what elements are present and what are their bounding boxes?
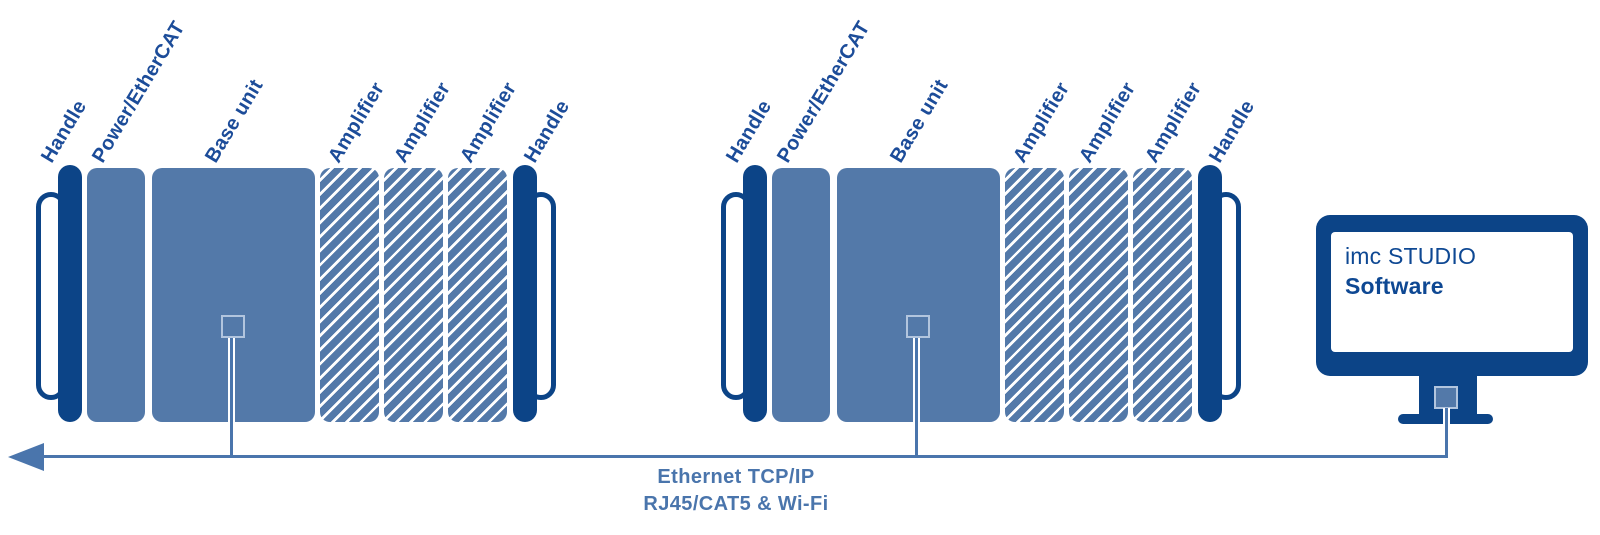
- software-name-line1: imc STUDIO: [1345, 243, 1477, 269]
- amplifier-module-1: [1005, 168, 1064, 422]
- ethernet-label-line2: RJ45/CAT5 & Wi-Fi: [643, 493, 829, 515]
- module-label-power-ethercat: Power/EtherCAT: [87, 17, 190, 167]
- arrow-left-icon: [8, 443, 44, 471]
- handle-module-right: [513, 165, 537, 422]
- module-label-handle-right: Handle: [519, 96, 575, 167]
- module-label-amplifier-3: Amplifier: [455, 78, 521, 167]
- monitor-frame: imc STUDIO Software: [1316, 215, 1588, 376]
- monitor-drop-line: [1443, 408, 1450, 456]
- amplifier-module-2: [1069, 168, 1128, 422]
- handle-module-right: [1198, 165, 1222, 422]
- ethernet-bus-line: [42, 455, 1448, 458]
- module-label-base-unit: Base unit: [885, 75, 953, 167]
- power-ethercat-module: [87, 168, 145, 422]
- device-rack-1: Handle Power/EtherCAT Base unit Amplifie…: [36, 0, 596, 535]
- amplifier-module-2: [384, 168, 443, 422]
- ethernet-port-connector: [906, 315, 930, 338]
- amplifier-module-1: [320, 168, 379, 422]
- module-label-power-ethercat: Power/EtherCAT: [772, 17, 875, 167]
- ethernet-label-line1: Ethernet TCP/IP: [657, 466, 815, 488]
- module-label-amplifier-1: Amplifier: [1008, 78, 1074, 167]
- device1-drop-line: [228, 338, 235, 456]
- module-label-handle: Handle: [36, 96, 92, 167]
- software-name-line2: Software: [1345, 273, 1444, 299]
- module-label-amplifier-2: Amplifier: [1074, 78, 1140, 167]
- module-label-amplifier-3: Amplifier: [1140, 78, 1206, 167]
- ethernet-connection-label: Ethernet TCP/IP RJ45/CAT5 & Wi-Fi: [566, 464, 906, 518]
- module-label-handle: Handle: [721, 96, 777, 167]
- module-label-amplifier-1: Amplifier: [323, 78, 389, 167]
- power-ethercat-module: [772, 168, 830, 422]
- handle-module-left: [743, 165, 767, 422]
- monitor-screen: imc STUDIO Software: [1331, 232, 1573, 352]
- ethernet-port-connector: [221, 315, 245, 338]
- module-label-handle-right: Handle: [1204, 96, 1260, 167]
- amplifier-module-3: [448, 168, 507, 422]
- module-label-base-unit: Base unit: [200, 75, 268, 167]
- handle-module-left: [58, 165, 82, 422]
- device2-drop-line: [913, 338, 920, 456]
- module-label-amplifier-2: Amplifier: [389, 78, 455, 167]
- monitor-ethernet-port-connector: [1434, 386, 1458, 409]
- amplifier-module-3: [1133, 168, 1192, 422]
